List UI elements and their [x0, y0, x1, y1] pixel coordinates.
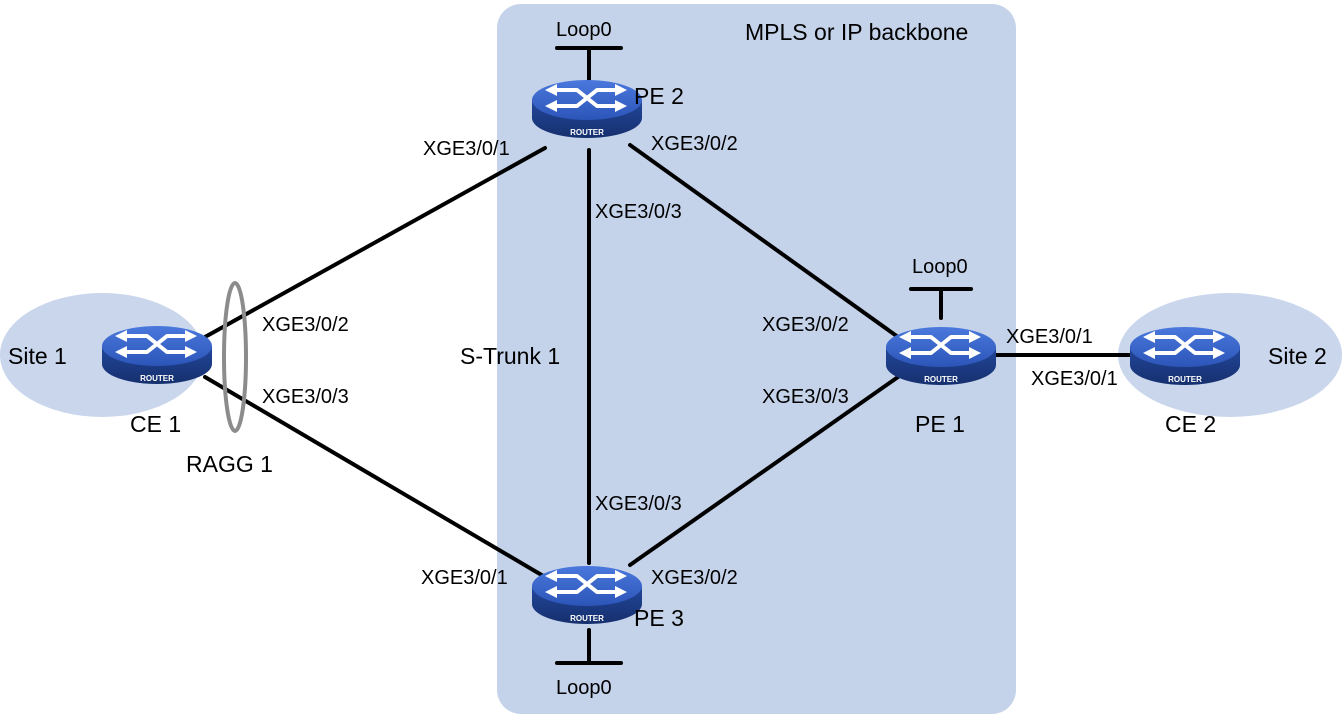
- pe1-if-ce2: XGE3/0/1: [1006, 326, 1093, 348]
- ragg-label: RAGG 1: [186, 451, 273, 477]
- loopback-stub-pe1: [909, 287, 973, 320]
- ce1-if-pe3: XGE3/0/3: [262, 386, 349, 408]
- router-badge: ROUTER: [140, 374, 174, 383]
- pe3-if-ce1: XGE3/0/1: [421, 567, 508, 589]
- ce2-if-pe1: XGE3/0/1: [1031, 368, 1118, 390]
- link-ce1-pe3: [203, 375, 547, 579]
- pe2-loopback-label: Loop0: [556, 19, 612, 41]
- pe2-label: PE 2: [634, 83, 684, 109]
- router-pe3-icon[interactable]: ROUTER: [530, 564, 644, 626]
- pe3-loopback-label: Loop0: [556, 677, 612, 699]
- router-badge: ROUTER: [570, 614, 604, 623]
- ce1-if-pe2: XGE3/0/2: [262, 314, 349, 336]
- site2-label: Site 2: [1268, 343, 1327, 369]
- pe1-if-pe2: XGE3/0/2: [762, 314, 849, 336]
- pe3-if-pe1: XGE3/0/2: [651, 567, 738, 589]
- router-ce1-icon[interactable]: ROUTER: [100, 324, 214, 386]
- pe2-if-pe3: XGE3/0/3: [595, 201, 682, 223]
- router-badge: ROUTER: [570, 128, 604, 137]
- pe1-if-pe3: XGE3/0/3: [762, 386, 849, 408]
- router-badge: ROUTER: [924, 375, 958, 384]
- router-badge: ROUTER: [1168, 375, 1202, 384]
- pe1-label: PE 1: [915, 411, 965, 437]
- strunk-label: S-Trunk 1: [460, 343, 560, 369]
- loopback-stub-pe2: [555, 46, 623, 84]
- loopback-stub-pe3: [555, 628, 623, 665]
- link-pe2-pe1: [628, 143, 900, 339]
- router-pe2-icon[interactable]: ROUTER: [530, 78, 644, 140]
- pe2-if-pe1: XGE3/0/2: [651, 133, 738, 155]
- ragg-ring: [222, 281, 248, 433]
- router-ce2-icon[interactable]: ROUTER: [1128, 325, 1242, 387]
- link-ce1-pe2: [203, 146, 547, 339]
- pe3-if-pe2: XGE3/0/3: [595, 493, 682, 515]
- link-pe3-pe1: [628, 375, 900, 567]
- site1-label: Site 1: [8, 343, 67, 369]
- ce1-label: CE 1: [130, 411, 181, 437]
- backbone-region: [497, 4, 1016, 714]
- router-pe1-icon[interactable]: ROUTER: [884, 325, 998, 387]
- backbone-label: MPLS or IP backbone: [745, 19, 968, 45]
- ce2-label: CE 2: [1165, 411, 1216, 437]
- pe1-loopback-label: Loop0: [912, 256, 968, 278]
- pe2-if-ce1: XGE3/0/1: [423, 138, 510, 160]
- pe3-label: PE 3: [634, 605, 684, 631]
